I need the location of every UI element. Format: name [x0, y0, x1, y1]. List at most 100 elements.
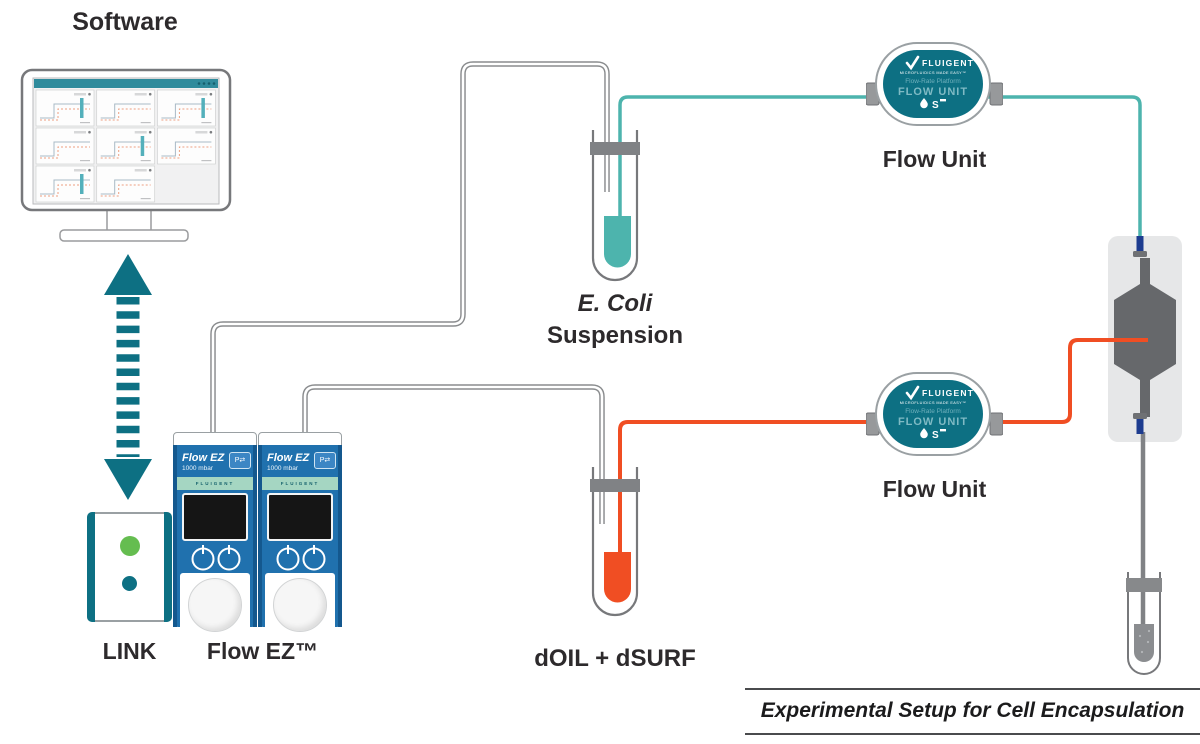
oil-reservoir [590, 467, 640, 617]
ecoli-label: E. Coli Suspension [530, 288, 700, 352]
droplet-dot [1147, 629, 1151, 633]
flow-unit-model-text: FLOW UNIT [898, 86, 968, 98]
oil-liquid-line [618, 338, 1148, 556]
link-device [87, 512, 172, 622]
pq-badge-icon: P⇄ [229, 452, 251, 469]
flow-ez-face: Flow EZ 1000 mbar P⇄ FLUIGENT [258, 445, 342, 635]
oil-tube-cap [590, 479, 640, 492]
flow-rate-platform-text: Flow-Rate Platform [905, 408, 961, 415]
flow-ez-edge [338, 445, 342, 627]
flow-unit-sensor-ecoli: FLUIGENT MICROFLUIDICS MADE EASY™ Flow-R… [866, 42, 1003, 126]
arrow-head-up [104, 254, 152, 295]
droplet-icon [920, 428, 928, 439]
flow-ez-knob-panel [180, 573, 250, 635]
flow-unit-size: S [932, 100, 939, 111]
link-side-strip [164, 512, 172, 622]
droplet-dot [1138, 634, 1142, 638]
collection-tube-glass [1127, 572, 1161, 675]
pressure-knob [273, 578, 327, 632]
flow-ez-label: Flow EZ™ [206, 638, 319, 664]
collection-liquid [1134, 624, 1154, 662]
flow-ez-controller-2: Flow EZ 1000 mbar P⇄ FLUIGENT [258, 430, 342, 635]
ecoli-label-line1: E. Coli [577, 290, 653, 317]
flow-unit-sensor-oil: FLUIGENT MICROFLUIDICS MADE EASY™ Flow-R… [866, 372, 1003, 456]
oil-label: dOIL + dSURF [534, 645, 696, 672]
chip-outlet-sleeve [1136, 419, 1144, 434]
pneumatic-tube-ecoli [210, 61, 610, 450]
ecoli-reservoir [590, 130, 640, 282]
size-dash-icon [940, 429, 946, 432]
flow-ez-name: Flow EZ [267, 452, 310, 464]
flow-unit-face [883, 50, 983, 118]
flow-ez-face: Flow EZ 1000 mbar P⇄ FLUIGENT [173, 445, 257, 635]
software-chart-panels [35, 89, 216, 203]
flow-ez-buttons [276, 545, 326, 571]
flow-ez-edge [258, 445, 262, 627]
chart-panel [35, 89, 95, 127]
chart-panel [157, 127, 216, 165]
flow-unit-port-right [989, 412, 1003, 436]
software-title: Software [72, 8, 178, 36]
droplet-dot [1146, 640, 1150, 644]
link-side-strip [87, 512, 95, 622]
droplet-dot [1140, 650, 1144, 654]
droplet-junction-chamber [1114, 258, 1176, 417]
fluigent-brand: FLUIGENT [922, 388, 974, 398]
link-label: LINK [102, 638, 157, 664]
flow-ez-pressure-range: 1000 mbar [182, 465, 214, 472]
flow-unit-size: S [932, 430, 939, 441]
fluigent-brand: FLUIGENT [922, 58, 974, 68]
ecoli-liquid [604, 216, 631, 268]
flow-ez-edge [173, 445, 177, 627]
chart-panel [35, 165, 95, 203]
chip-outlet-fitting [1133, 413, 1147, 419]
figure-caption: Experimental Setup for Cell Encapsulatio… [745, 688, 1200, 735]
flow-unit-port-right [989, 82, 1003, 106]
link-power-led [120, 536, 140, 556]
chart-panel [96, 165, 156, 203]
titlebar-dot [197, 82, 201, 85]
titlebar-dot [212, 82, 216, 85]
ecoli-tube-glass [591, 130, 639, 282]
flow-rate-platform-text: Flow-Rate Platform [905, 78, 961, 85]
link-status-led [122, 576, 137, 591]
flow-ez-display [182, 493, 248, 541]
oil-tube-glass [591, 467, 639, 617]
ecoli-tube-cap [590, 142, 640, 155]
software-monitor [20, 68, 232, 242]
flow-ez-controller-1: Flow EZ 1000 mbar P⇄ FLUIGENT [173, 430, 257, 635]
size-dash-icon [940, 99, 946, 102]
monitor-stand-neck [106, 207, 152, 233]
flow-unit-label-bottom: Flow Unit [882, 476, 987, 502]
oil-liquid [604, 552, 631, 603]
flow-ez-brand-band: FLUIGENT [262, 477, 338, 490]
flow-ez-name: Flow EZ [182, 452, 225, 464]
flow-ez-knob-panel [265, 573, 335, 635]
flow-ez-pressure-range: 1000 mbar [267, 465, 299, 472]
collection-tube-cap [1126, 578, 1162, 592]
flow-unit-model-text: FLOW UNIT [898, 416, 968, 428]
fluigent-logo-icon [905, 55, 920, 71]
arrow-head-down [104, 459, 152, 500]
ecoli-label-line2: Suspension [546, 322, 684, 349]
chip-inlet-fitting [1133, 251, 1147, 257]
collection-tube [1126, 572, 1162, 675]
chart-panel [96, 89, 156, 127]
flow-ez-edge [253, 445, 257, 627]
titlebar-dot [207, 82, 211, 85]
chart-panel [157, 89, 216, 127]
software-titlebar [34, 79, 218, 88]
droplet-icon [920, 98, 928, 109]
chip-fittings [1133, 236, 1147, 434]
chart-panel [35, 127, 95, 165]
flow-ez-display [267, 493, 333, 541]
flow-unit-face [883, 380, 983, 448]
flow-ez-buttons [191, 545, 241, 571]
pressure-knob [188, 578, 242, 632]
chart-panel [96, 127, 156, 165]
titlebar-dot [202, 82, 206, 85]
monitor-stand-base [59, 229, 189, 242]
